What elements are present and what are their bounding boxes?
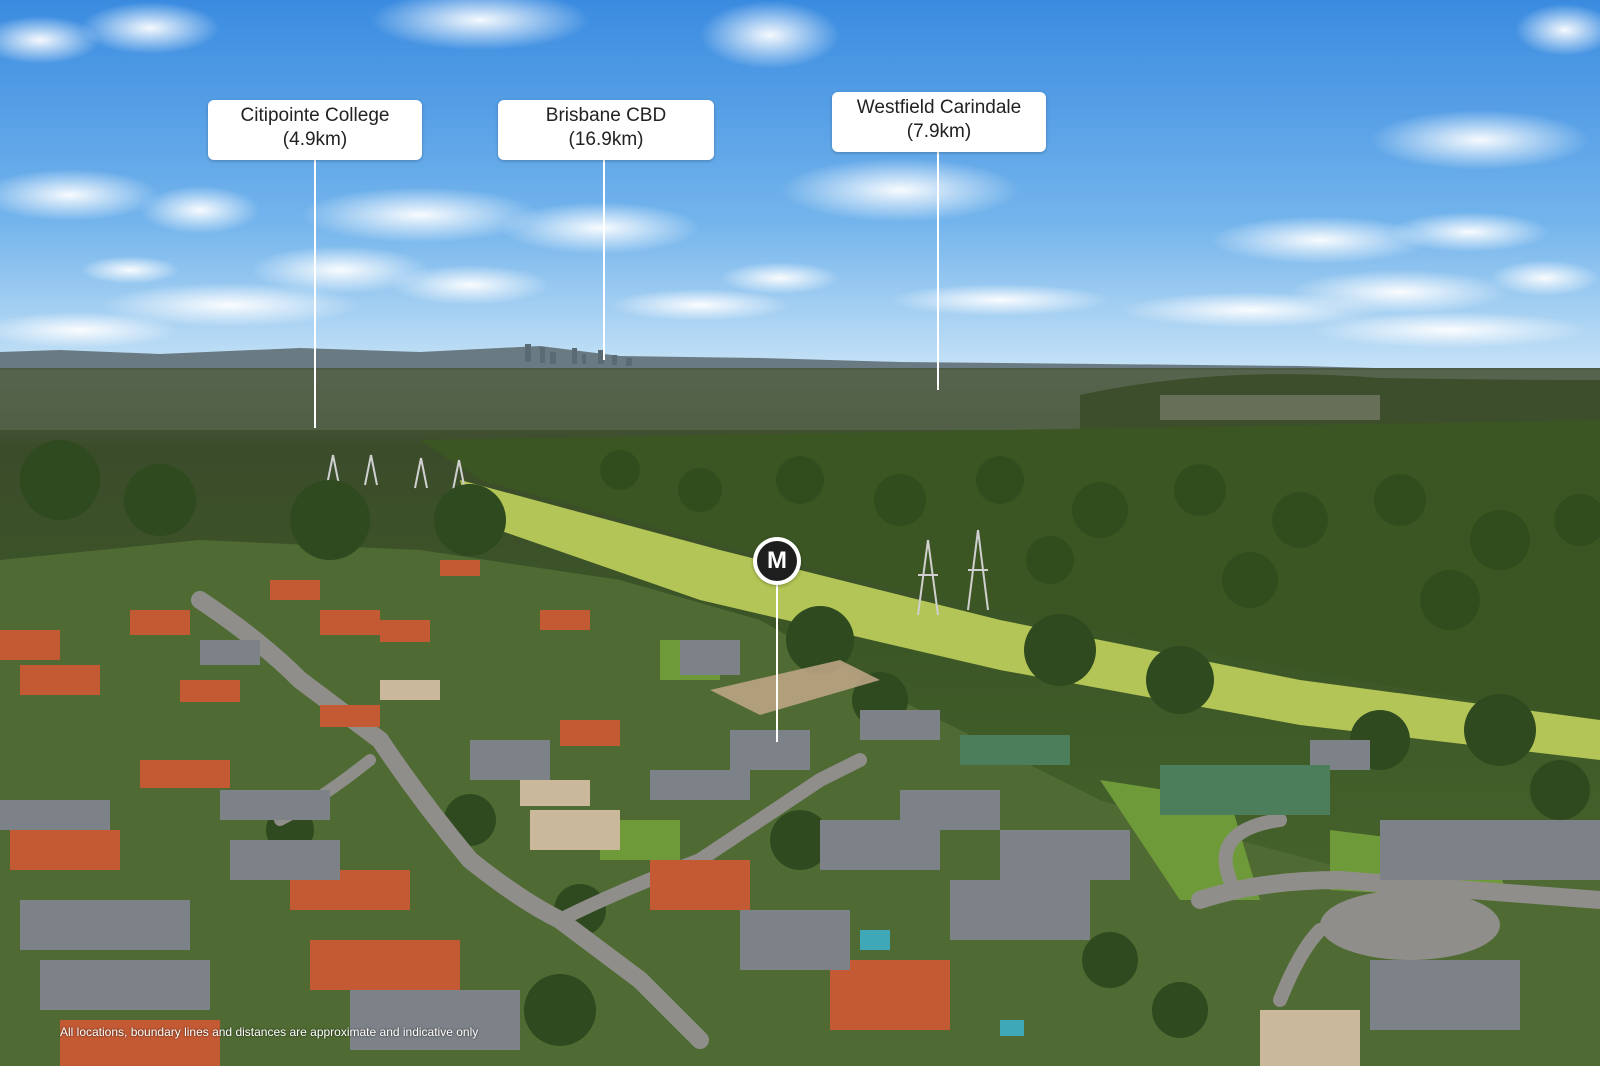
cleared-lot xyxy=(710,660,880,715)
callout-pin-citipointe xyxy=(314,160,316,428)
suburb-left xyxy=(0,540,1600,1066)
callout-pin-brisbane-cbd xyxy=(603,160,605,360)
forest-texture xyxy=(600,450,1600,630)
clouds xyxy=(0,0,1600,348)
disclaimer-text: All locations, boundary lines and distan… xyxy=(60,1025,479,1039)
callout-citipointe-college: Citipointe College (4.9km) xyxy=(208,100,422,160)
callout-distance: (7.9km) xyxy=(906,121,972,142)
houses-grey xyxy=(0,640,1600,1050)
houses-beige xyxy=(380,680,1360,1066)
powerline-easement xyxy=(460,480,1600,760)
callout-distance: (4.9km) xyxy=(282,129,348,150)
houses-green xyxy=(960,735,1330,815)
cul-de-sac xyxy=(1320,890,1500,960)
pools xyxy=(860,930,1024,1036)
city-skyline xyxy=(525,344,632,366)
callout-brisbane-cbd: Brisbane CBD (16.9km) xyxy=(498,100,714,160)
callout-title: Brisbane CBD xyxy=(545,105,667,126)
marker-pin-line xyxy=(776,580,778,742)
houses-terracotta xyxy=(0,560,950,1066)
callout-title: Citipointe College xyxy=(240,105,390,126)
suburb-trees xyxy=(20,440,1590,1046)
callout-westfield-carindale: Westfield Carindale (7.9km) xyxy=(832,92,1046,152)
property-marker: M xyxy=(753,537,801,585)
callout-pin-westfield xyxy=(937,152,939,390)
property-marker-label: M xyxy=(757,541,797,581)
callout-title: Westfield Carindale xyxy=(856,97,1022,118)
callout-distance: (16.9km) xyxy=(568,129,644,150)
